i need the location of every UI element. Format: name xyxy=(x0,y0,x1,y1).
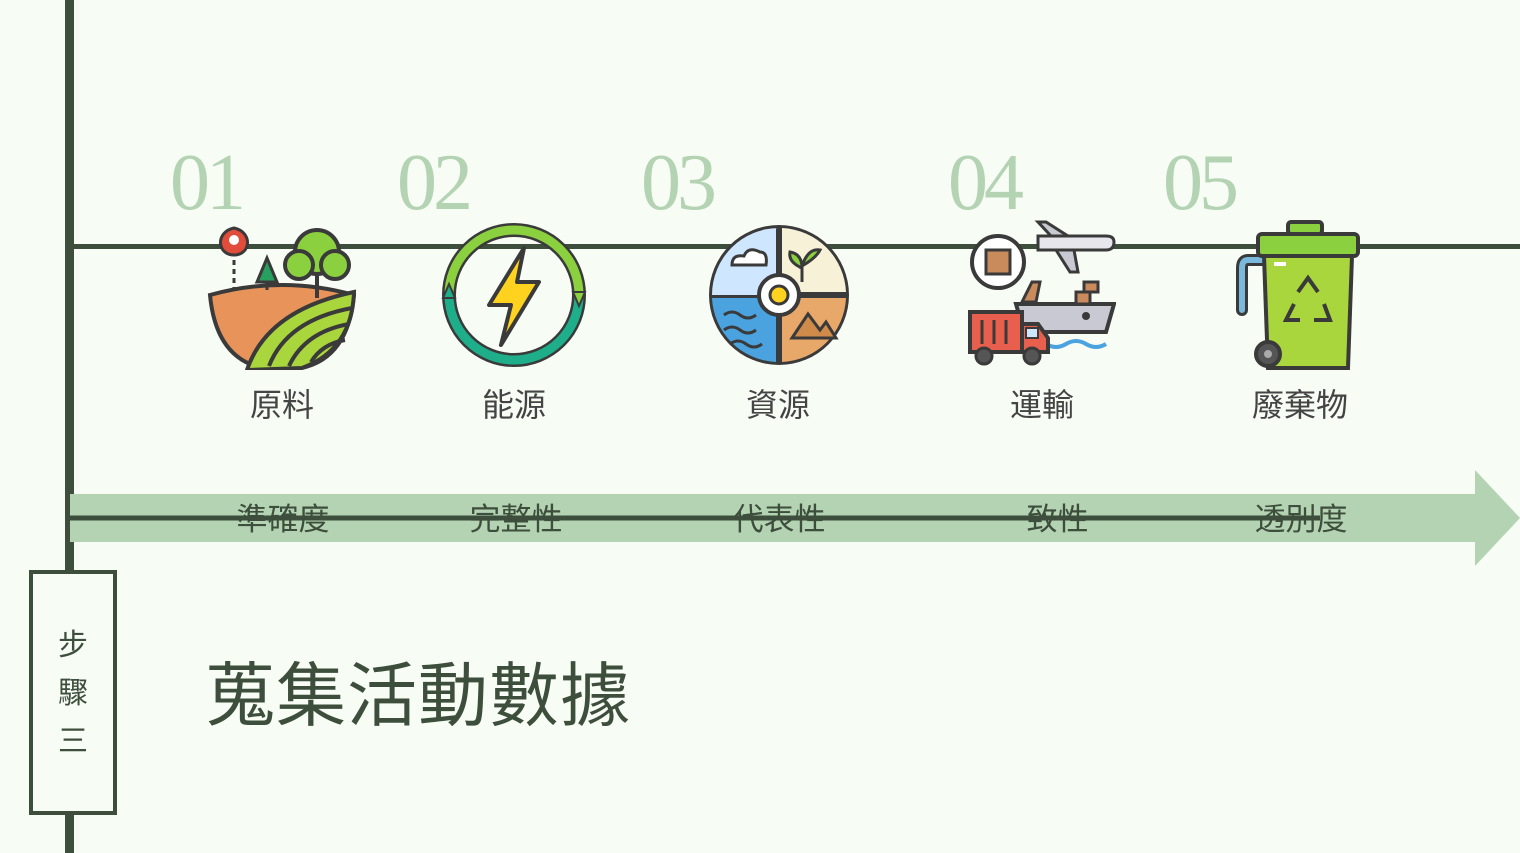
recycle-bin-icon xyxy=(1234,220,1384,370)
category-number-03: 03 xyxy=(641,139,717,227)
page-title: 蒐集活動數據 xyxy=(205,655,631,737)
step-box: 步 驟 三 xyxy=(29,570,117,815)
step-label-char-1: 步 xyxy=(58,628,88,663)
category-label-transport: 運輸 xyxy=(1009,386,1074,424)
criterion-accuracy: 準確度 xyxy=(236,502,330,538)
criterion-representativeness: 代表性 xyxy=(732,502,826,538)
category-label-resources: 資源 xyxy=(745,386,810,424)
step-label-char-3: 三 xyxy=(58,724,88,759)
criterion-consistency: 一致性 xyxy=(995,502,1089,538)
step-label-char-2: 驟 xyxy=(58,676,88,711)
criterion-completeness: 完整性 xyxy=(469,502,563,538)
criteria-arrow xyxy=(70,470,1520,566)
criterion-transparency: 透別度 xyxy=(1254,502,1348,538)
category-number-01: 01 xyxy=(170,139,246,227)
category-label-materials: 原料 xyxy=(249,386,314,424)
farmland-icon xyxy=(207,220,357,370)
resources-globe-icon xyxy=(704,220,854,370)
category-number-05: 05 xyxy=(1163,139,1239,227)
category-label-energy: 能源 xyxy=(481,386,546,424)
category-number-04: 04 xyxy=(948,139,1024,227)
transport-icon xyxy=(966,220,1116,370)
energy-bolt-icon xyxy=(439,220,589,370)
vertical-timeline-line xyxy=(65,0,74,853)
category-number-02: 02 xyxy=(397,139,473,227)
category-label-waste: 廢棄物 xyxy=(1251,386,1348,424)
